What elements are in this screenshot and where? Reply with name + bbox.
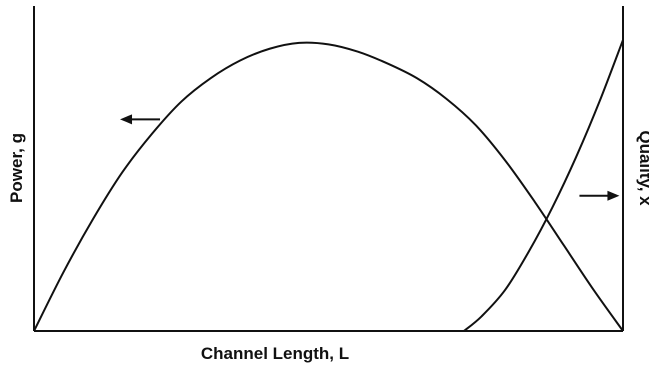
x-axis-label: Channel Length, L xyxy=(201,344,349,363)
arrow-head xyxy=(120,114,133,125)
quality-curve xyxy=(463,39,624,332)
power-axis-arrow xyxy=(120,114,161,125)
quality-axis-arrow xyxy=(579,190,620,201)
arrow-head xyxy=(607,190,620,201)
right-y-axis-label: Quality, x xyxy=(636,130,649,206)
left-y-axis-label: Power, g xyxy=(7,133,26,203)
power-curve xyxy=(33,41,624,332)
